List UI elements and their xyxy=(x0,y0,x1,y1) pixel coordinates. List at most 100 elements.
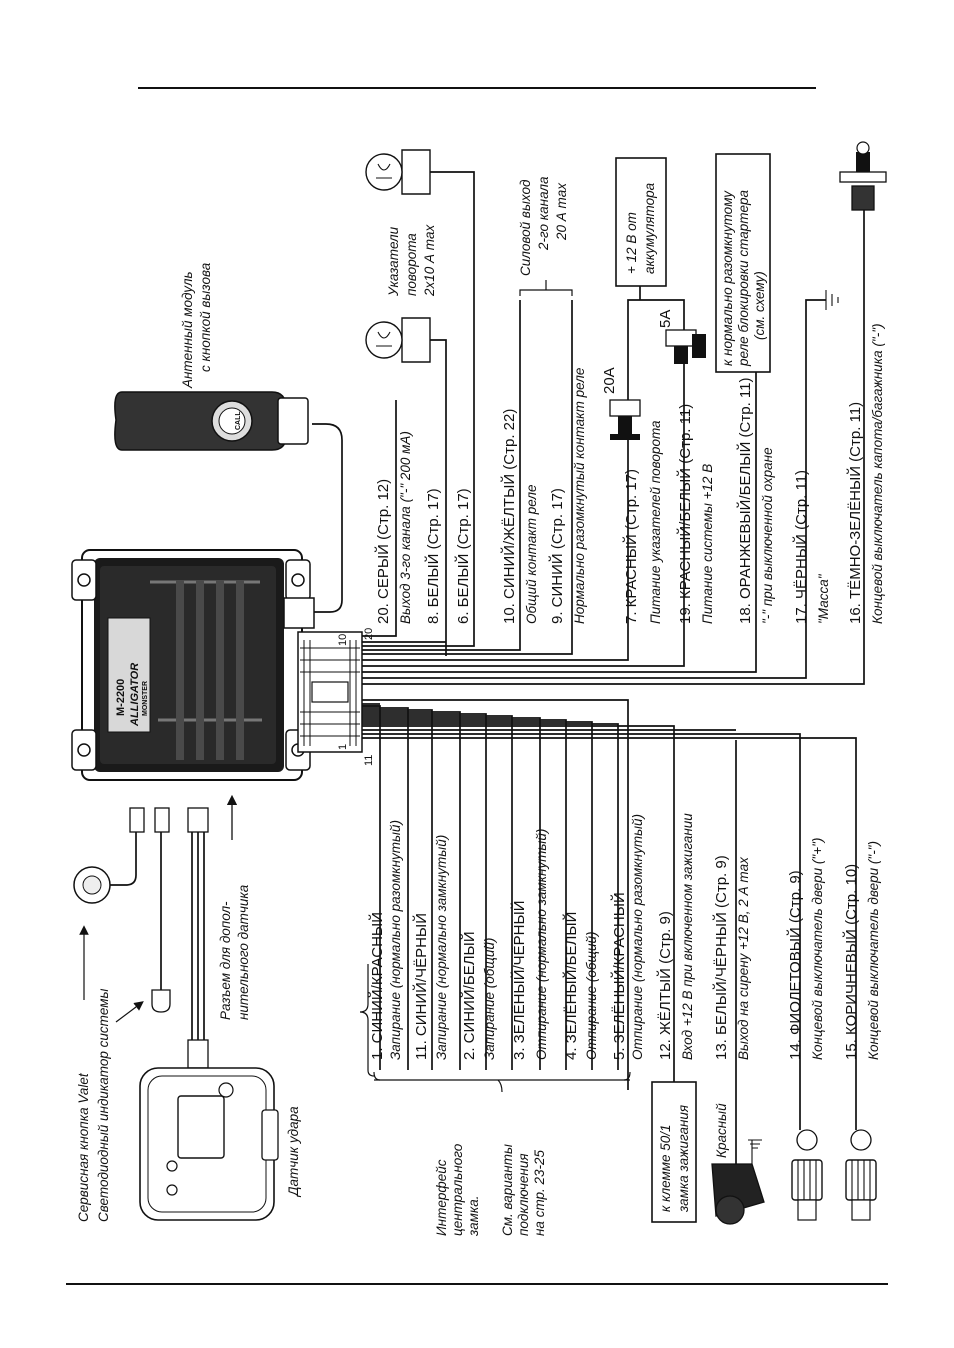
turn-bulb-1 xyxy=(365,317,431,363)
turn-label-3: 2x10 А max xyxy=(422,223,437,297)
starter-label-3: (см. схему) xyxy=(752,271,767,340)
control-unit: M-2200 ALLIGATOR MONSTER xyxy=(71,549,311,781)
wire-17-label: 17. ЧЁРНЫЙ (Стр. 11) xyxy=(792,470,810,624)
battery-label-2: аккумулятора xyxy=(642,182,657,274)
wire-2-desc: Запирание (общий) xyxy=(482,938,497,1060)
lock-label-1: Интерфейс xyxy=(434,1159,449,1236)
pin-11-label: 11 xyxy=(363,755,375,766)
wire-15-label: 15. КОРИЧНЕВЫЙ (Стр. 10) xyxy=(842,864,860,1060)
wire-2-label: 2. СИНИЙ/БЕЛЫЙ xyxy=(460,931,478,1060)
led-indicator xyxy=(151,807,171,1013)
antenna-label-1: Антенный модуль xyxy=(180,271,195,389)
antenna-module: CALL xyxy=(114,391,309,451)
power-brace xyxy=(519,280,573,296)
wire-18-desc: "-" при выключенной охране xyxy=(760,447,775,624)
fuse-5a xyxy=(665,329,706,364)
brand-logo: ALLIGATOR xyxy=(129,663,141,727)
wire-1-label: 1. СИНИЙ/КРАСНЫЙ xyxy=(368,912,386,1060)
led-label: Светодиодный индикатор системы xyxy=(96,988,111,1222)
ignition-label-2: замка зажигания xyxy=(676,1105,691,1213)
valet-label: Сервисная кнопка Valet xyxy=(76,1072,91,1222)
wire-6-label: 6. БЕЛЫЙ (Стр. 17) xyxy=(454,488,472,624)
ignition-box xyxy=(651,1081,697,1223)
lock-label-3: замка. xyxy=(466,1195,481,1237)
wire-17-desc: "Масса" xyxy=(816,573,831,624)
left-wire-labels: 1. СИНИЙ/КРАСНЫЙ Запирание (нормально ра… xyxy=(368,813,881,1060)
wire-12-label: 12. ЖЁЛТЫЙ (Стр. 9) xyxy=(656,911,674,1060)
ground-icon xyxy=(825,290,839,310)
wire-11-label: 11. СИНИЙ/ЧЁРНЫЙ xyxy=(412,913,430,1060)
main-connector: 20 10 1 11 xyxy=(297,628,375,766)
door-switch-minus xyxy=(845,1129,877,1221)
shock-sensor xyxy=(139,1067,279,1221)
wire-16-label: 16. ТЁМНО-ЗЕЛЁНЫЙ (Стр. 11) xyxy=(846,402,864,624)
extra-sensor-label-2: нительного датчика xyxy=(236,884,251,1020)
left-harness xyxy=(362,699,857,1130)
starter-relay-box xyxy=(715,153,771,373)
led-arrow xyxy=(115,1001,144,1023)
right-wire-labels: 20. СЕРЫЙ (Стр. 12) Выход 3-го канала ("… xyxy=(374,324,885,624)
sub-brand-logo: MONSTER xyxy=(142,681,149,716)
shock-sensor-label: Датчик удара xyxy=(286,1106,301,1198)
variants-label-1: См. варианты xyxy=(500,1144,515,1236)
wire-3-desc: Отпирание (нормально замкнутый) xyxy=(534,829,549,1060)
wire-11-desc: Запирание (нормально замкнутый) xyxy=(434,835,449,1060)
hood-switch xyxy=(839,141,887,211)
siren-color-label: Красный xyxy=(714,1103,729,1158)
wire-3-label: 3. ЗЕЛЁНЫЙ/ЧЁРНЫЙ xyxy=(510,900,528,1060)
fuse-20a-label: 20A xyxy=(601,367,618,394)
power-label-2: 2-го канала xyxy=(536,176,551,251)
wire-13-desc: Выход на сирену +12 В, 2 А max xyxy=(736,856,751,1060)
wire-7-desc: Питание указателей поворота xyxy=(648,420,663,624)
extra-sensor-connector xyxy=(187,807,209,1069)
pin-10-label: 10 xyxy=(337,634,349,646)
wire-5-label: 5. ЗЕЛЁНЫЙ/КРАСНЫЙ xyxy=(610,892,628,1060)
antenna-cable xyxy=(312,423,343,613)
wire-4-desc: Отпирание (общий) xyxy=(584,932,599,1061)
fuse-20a xyxy=(609,399,641,440)
wire-14-label: 14. ФИОЛЕТОВЫЙ (Стр. 9) xyxy=(786,870,804,1060)
call-label: CALL xyxy=(235,411,242,430)
wire-20-label: 20. СЕРЫЙ (Стр. 12) xyxy=(374,479,392,624)
variants-label-3: на стр. 23-25 xyxy=(532,1149,547,1236)
variants-label-2: подключения xyxy=(516,1153,531,1236)
battery-label-1: + 12 В от xyxy=(624,212,639,274)
siren xyxy=(711,740,765,1225)
starter-label-1: к нормально разомкнутому xyxy=(720,190,735,366)
starter-label-2: реле блокировки стартера xyxy=(736,189,751,367)
turn-bulb-2 xyxy=(365,149,431,195)
wire-12-desc: Вход +12 В при включенном зажигании xyxy=(680,813,695,1060)
extra-sensor-label-1: Разъем для допол- xyxy=(218,901,233,1020)
wire-15-desc: Концевой выключатель двери ("-") xyxy=(866,841,881,1060)
wire-5-desc: Отпирание (нормально разомкнутый) xyxy=(630,814,645,1060)
turn-label-1: Указатели xyxy=(386,226,401,297)
power-label-1: Силовой выход xyxy=(518,179,533,276)
wire-8-label: 8. БЕЛЫЙ (Стр. 17) xyxy=(424,488,442,624)
wire-9-desc: Нормально разомкнутый контакт реле xyxy=(572,368,587,624)
battery-box xyxy=(615,157,667,287)
power-label-3: 20 А max xyxy=(554,182,569,241)
pin-20-label: 20 xyxy=(363,628,375,640)
antenna-port xyxy=(283,597,315,629)
door-switch-plus xyxy=(791,1129,823,1221)
right-harness xyxy=(362,171,865,685)
wire-4-label: 4. ЗЕЛЁНЫЙ/БЕЛЫЙ xyxy=(562,912,580,1060)
wire-10-desc: Общий контакт реле xyxy=(524,485,539,624)
wire-16-desc: Концевой выключатель капота/багажника ("… xyxy=(870,324,885,624)
wire-10-label: 10. СИНИЙ/ЖЁЛТЫЙ (Стр. 22) xyxy=(500,409,518,624)
lock-brace-top xyxy=(359,964,375,1077)
wire-19-desc: Питание системы +12 В xyxy=(700,464,715,624)
model-label: M-2200 xyxy=(115,679,127,716)
wire-13-label: 13. БЕЛЫЙ/ЧЁРНЫЙ (Стр. 9) xyxy=(712,855,730,1060)
wire-9-label: 9. СИНИЙ (Стр. 17) xyxy=(548,488,566,624)
wire-18-label: 18. ОРАНЖЕВЫЙ/БЕЛЫЙ (Стр. 11) xyxy=(736,378,754,624)
pin-1-label: 1 xyxy=(337,744,349,750)
antenna-label-2: с кнопкой вызова xyxy=(198,262,213,372)
wire-1-desc: Запирание (нормально разомкнутый) xyxy=(388,820,403,1060)
wire-14-desc: Концевой выключатель двери ("+") xyxy=(810,838,825,1060)
fuse-5a-label: 5A xyxy=(657,310,674,328)
wire-19-label: 19. КРАСНЫЙ/БЕЛЫЙ (Стр. 11) xyxy=(676,404,694,624)
wire-20-desc: Выход 3-го канала ("-" 200 мА) xyxy=(398,431,413,624)
lock-label-2: центрального xyxy=(450,1143,465,1236)
